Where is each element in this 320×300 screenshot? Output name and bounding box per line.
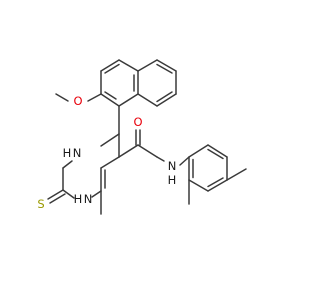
dimethylphenyl-ring [188, 144, 247, 205]
thione-bond [47, 167, 66, 204]
amide-oxygen-label: O [133, 115, 142, 129]
nh-top-n-label: N [73, 146, 82, 160]
molecule-canvas: O O H N H N S N H [37, 59, 247, 215]
molecule-structure: O O H N H N S N H [37, 59, 247, 215]
carboxamide-group [118, 129, 190, 166]
nh-bottom-n-label: N [84, 192, 93, 206]
naphthalene-ring-right [137, 59, 177, 107]
nh-top-h-label: H [63, 146, 72, 160]
pyrimidine-ring [62, 133, 120, 199]
methoxy-group [55, 93, 102, 102]
amide-nitrogen-label: N [168, 159, 177, 173]
thione-sulfur-label: S [37, 197, 44, 211]
nh-bottom-h-label: H [74, 192, 83, 206]
amide-hydrogen-label: H [168, 173, 177, 187]
naphthalene-ring-left [100, 59, 139, 107]
methoxy-oxygen-label: O [73, 94, 82, 108]
